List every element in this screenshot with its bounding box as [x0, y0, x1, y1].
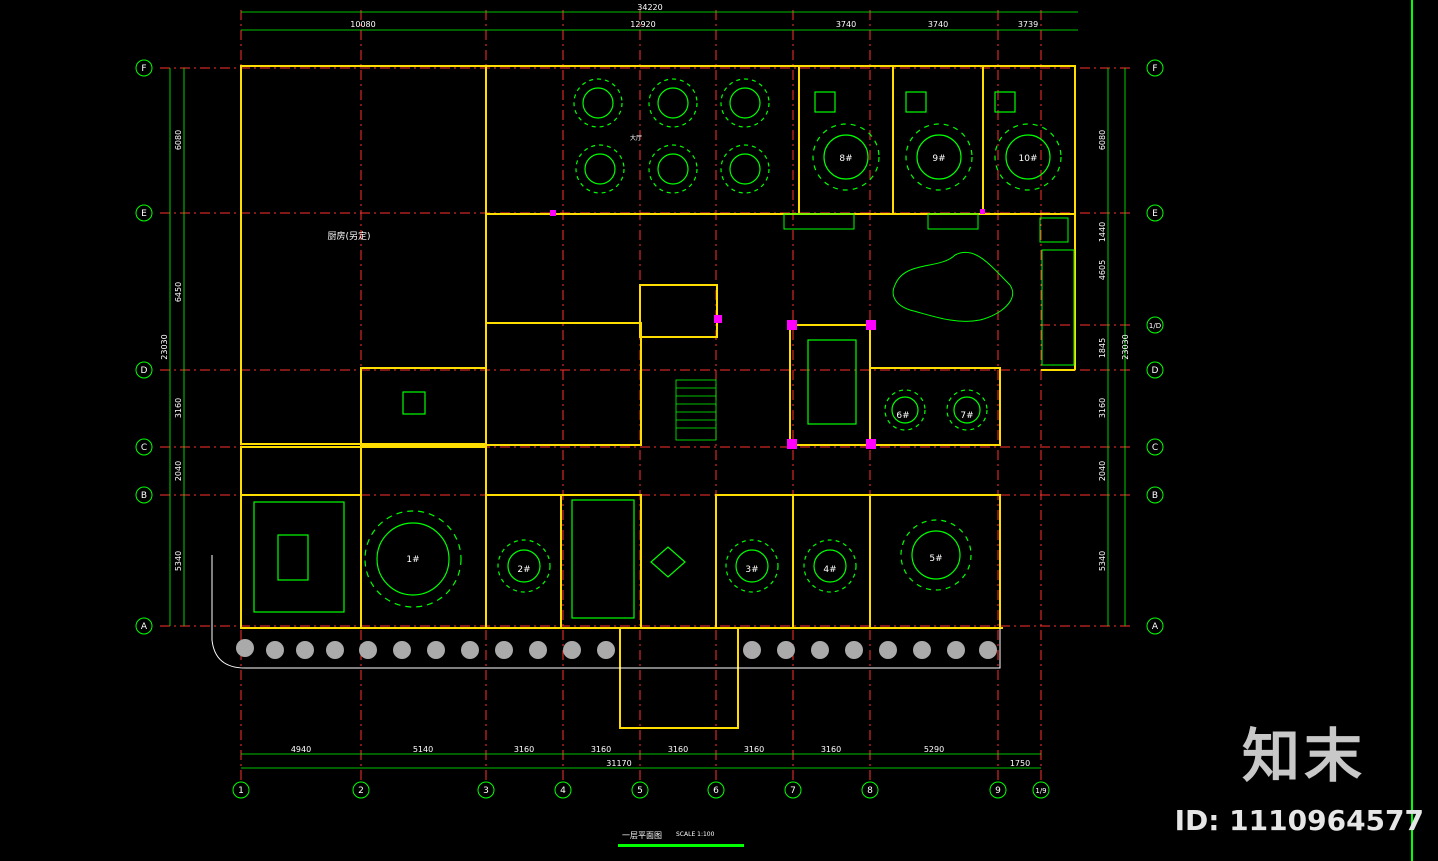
axis-row-b-right: B: [1152, 491, 1158, 501]
left-dim-5: 5340: [174, 551, 183, 571]
top-dim-4: 3740: [928, 20, 948, 29]
title-underline: [618, 844, 744, 847]
axis-col-1: 1: [238, 786, 244, 796]
drawing-scale: SCALE 1:100: [676, 831, 715, 838]
overall-top-dim: 34220: [637, 3, 662, 12]
overall-left-dim: 23030: [160, 334, 169, 359]
watermark-id: ID: 1110964577: [1174, 804, 1424, 837]
watermark-logo: 知末: [1241, 722, 1366, 790]
bottom-dim-7: 3160: [821, 745, 841, 754]
axis-row-a-right: A: [1152, 622, 1159, 632]
drawing-title-block: 一层平面图 SCALE 1:100: [618, 828, 748, 852]
axis-col-6: 6: [713, 786, 719, 796]
axis-col-7: 7: [790, 786, 796, 796]
room-label-6: 6#: [896, 411, 909, 421]
room-label-kitchen: 厨房(另定): [327, 230, 370, 242]
room-label-10: 10#: [1019, 154, 1038, 164]
right-dim-4: 1845: [1098, 338, 1107, 358]
bottom-dim-2: 5140: [413, 745, 433, 754]
axis-col-5: 5: [637, 786, 643, 796]
room-label-5: 5#: [929, 554, 942, 564]
room-label-hall: 大厅: [630, 134, 642, 142]
room-label-2: 2#: [517, 565, 530, 575]
axis-grid: [160, 10, 1130, 780]
top-dim-5: 3739: [1018, 20, 1038, 29]
top-dim-2: 12920: [630, 20, 655, 29]
axis-row-d-right: D: [1152, 366, 1159, 376]
room-label-3: 3#: [745, 565, 758, 575]
overall-bottom-dim: 31170: [606, 759, 631, 768]
room-label-8: 8#: [839, 154, 852, 164]
bottom-dim-5: 3160: [668, 745, 688, 754]
drawing-title: 一层平面图: [622, 831, 662, 840]
bottom-dim-8: 5290: [924, 745, 944, 754]
room-label-9: 9#: [932, 154, 945, 164]
axis-row-b-left: B: [141, 491, 147, 501]
right-dim-6: 2040: [1098, 461, 1107, 481]
axis-row-a-left: A: [141, 622, 148, 632]
axis-row-e-left: E: [141, 209, 147, 219]
room-label-7: 7#: [960, 411, 973, 421]
left-dim-1: 6080: [174, 130, 183, 150]
left-dim-4: 2040: [174, 461, 183, 481]
axis-col-8: 8: [867, 786, 873, 796]
left-dim-3: 3160: [174, 398, 183, 418]
axis-row-f-right: F: [1152, 64, 1157, 74]
right-dim-7: 5340: [1098, 551, 1107, 571]
axis-row-1d-right: 1/D: [1149, 322, 1161, 330]
axis-row-c-left: C: [141, 443, 147, 453]
top-dim-3: 3740: [836, 20, 856, 29]
walls: [240, 65, 1076, 729]
axis-col-4: 4: [560, 786, 566, 796]
bottom-dim-6: 3160: [744, 745, 764, 754]
top-dim-1: 10080: [350, 20, 375, 29]
axis-col-2: 2: [358, 786, 364, 796]
axis-col-1-9: 1/9: [1035, 787, 1046, 795]
room-label-1: 1#: [406, 555, 419, 565]
dining-tables: [253, 78, 1062, 619]
right-dim-3: 4605: [1098, 260, 1107, 280]
axis-col-9: 9: [995, 786, 1001, 796]
bottom-dim-1: 4940: [291, 745, 311, 754]
right-dim-1: 6080: [1098, 130, 1107, 150]
axis-row-f-left: F: [141, 64, 146, 74]
axis-row-d-left: D: [141, 366, 148, 376]
left-dim-2: 6450: [174, 282, 183, 302]
bottom-extra-dim: 1750: [1010, 759, 1030, 768]
right-dim-5: 3160: [1098, 398, 1107, 418]
axis-col-3: 3: [483, 786, 489, 796]
right-dim-2: 1440: [1098, 222, 1107, 242]
bottom-dim-4: 3160: [591, 745, 611, 754]
axis-row-c-right: C: [1152, 443, 1158, 453]
overall-right-dim: 23030: [1121, 334, 1130, 359]
bottom-dim-3: 3160: [514, 745, 534, 754]
room-label-4: 4#: [823, 565, 836, 575]
axis-row-e-right: E: [1152, 209, 1158, 219]
